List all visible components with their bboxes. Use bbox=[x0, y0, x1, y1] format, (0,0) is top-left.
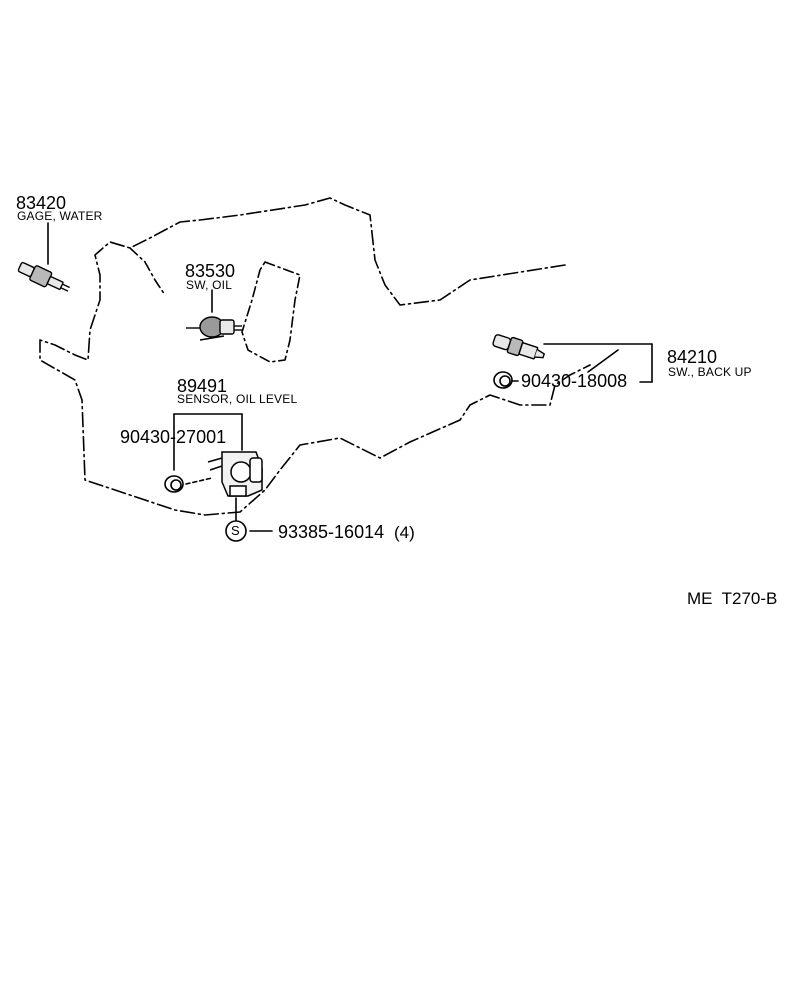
sw-oil-part-no: 83530 bbox=[185, 261, 236, 281]
part-gasket-back-up bbox=[493, 371, 513, 389]
sw-back-up-part-no: 84210 bbox=[667, 347, 718, 367]
sw-back-up-name: SW., BACK UP bbox=[668, 365, 752, 379]
part-sw-back-up bbox=[492, 334, 546, 360]
part-gasket-sensor bbox=[164, 475, 184, 493]
gage-water-part-no: 83420 bbox=[16, 193, 67, 213]
engine-inner-panel bbox=[241, 261, 301, 363]
leader-gasket-to-sensor bbox=[185, 477, 213, 485]
sw-oil-name: SW, OIL bbox=[186, 278, 233, 292]
diagram-reference: ME T270-B bbox=[687, 589, 778, 608]
leader-back-up-mid bbox=[587, 349, 619, 373]
sensor-oil-level-name: SENSOR, OIL LEVEL bbox=[177, 392, 298, 406]
part-sensor-oil-level bbox=[207, 451, 263, 497]
gasket-back-up-part-no: 90430-18008 bbox=[521, 371, 628, 391]
bolt-symbol bbox=[225, 520, 247, 542]
engine-outline bbox=[39, 197, 591, 516]
gage-water-name: GAGE, WATER bbox=[17, 209, 103, 223]
gasket-sensor-part-no: 90430-27001 bbox=[120, 427, 227, 447]
bolt-symbol-letter: S bbox=[231, 523, 240, 538]
bolt-qty: (4) bbox=[394, 523, 415, 542]
bolt-part-no: 93385-16014 bbox=[278, 522, 385, 542]
part-gage-water bbox=[17, 261, 70, 292]
sensor-oil-level-part-no: 89491 bbox=[177, 376, 228, 396]
part-sw-oil bbox=[186, 316, 242, 341]
engine-left-detail bbox=[129, 247, 166, 296]
